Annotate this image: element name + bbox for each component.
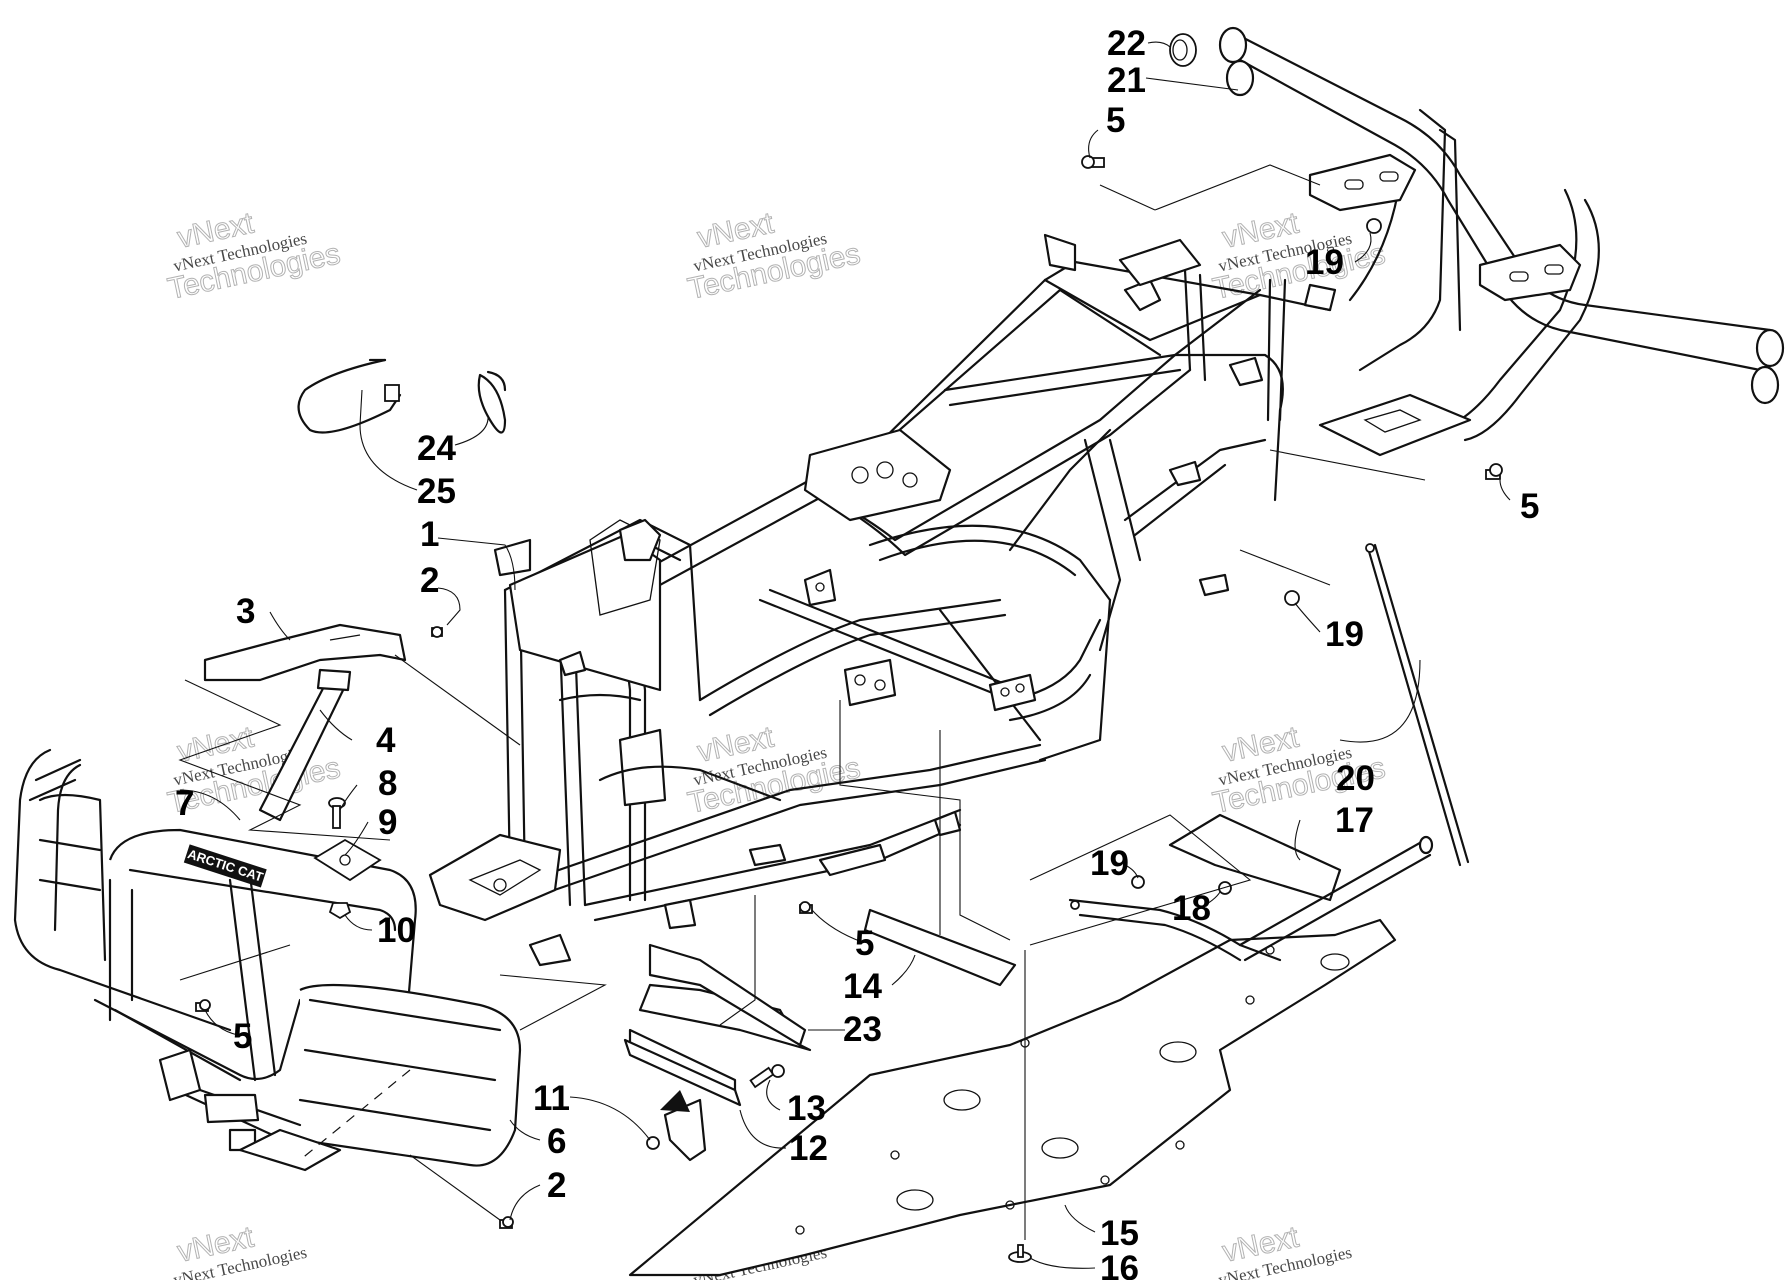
callout-10: 10 bbox=[377, 911, 416, 950]
hardware bbox=[195, 33, 1503, 1263]
callout-19: 19 bbox=[1325, 615, 1364, 654]
front-rack-bracket bbox=[203, 623, 407, 822]
skid-plate bbox=[628, 918, 1397, 1277]
callout-14: 14 bbox=[843, 967, 882, 1006]
bolt-13 bbox=[749, 1064, 785, 1089]
callout-5: 5 bbox=[1106, 101, 1125, 140]
callout-7: 7 bbox=[175, 784, 194, 823]
callout-25: 25 bbox=[417, 472, 456, 511]
front-bumper: ARCTIC CAT bbox=[13, 748, 522, 1172]
screw bbox=[799, 901, 813, 914]
rod bbox=[1365, 543, 1470, 867]
nut bbox=[1366, 218, 1382, 234]
callout-8: 8 bbox=[378, 764, 397, 803]
callout-5: 5 bbox=[855, 924, 874, 963]
screw bbox=[1485, 463, 1503, 480]
callout-20: 20 bbox=[1336, 759, 1375, 798]
leader-lines bbox=[178, 41, 1511, 1269]
callout-1: 1 bbox=[420, 515, 439, 554]
main-frame bbox=[428, 233, 1337, 967]
brackets-misc bbox=[623, 908, 1017, 1162]
callout-18: 18 bbox=[1172, 889, 1211, 928]
plug-22 bbox=[1169, 33, 1197, 67]
callout-2: 2 bbox=[547, 1166, 566, 1205]
nut bbox=[1131, 875, 1145, 889]
callout-5: 5 bbox=[1520, 487, 1539, 526]
watermark: vNext vNext Technologies Technologies bbox=[685, 206, 864, 306]
callout-2: 2 bbox=[420, 561, 439, 600]
callout-19: 19 bbox=[1090, 844, 1129, 883]
watermark: vNext vNext Technologies Technologies bbox=[165, 206, 344, 306]
watermark: vNext vNext Technologies Technologies bbox=[1210, 206, 1389, 306]
callout-6: 6 bbox=[547, 1122, 566, 1161]
fastener-16 bbox=[1008, 1244, 1032, 1263]
callout-9: 9 bbox=[378, 803, 397, 842]
watermark: vNext vNext Technologies bbox=[1217, 1220, 1354, 1280]
callout-15: 15 bbox=[1100, 1214, 1139, 1253]
callout-4: 4 bbox=[376, 721, 396, 760]
screw bbox=[195, 999, 211, 1012]
callouts: 22 21 5 19 5 24 25 1 2 3 4 8 9 7 10 5 19… bbox=[175, 24, 1539, 1280]
callout-19: 19 bbox=[1305, 243, 1344, 282]
callout-12: 12 bbox=[789, 1129, 828, 1168]
callout-13: 13 bbox=[787, 1089, 826, 1128]
rear-rack bbox=[1218, 26, 1785, 457]
footrest bbox=[1068, 813, 1434, 962]
screw-2-lower bbox=[499, 1216, 514, 1229]
callout-5: 5 bbox=[233, 1017, 252, 1056]
callout-23: 23 bbox=[843, 1010, 882, 1049]
screw bbox=[431, 626, 443, 638]
callout-22: 22 bbox=[1107, 24, 1146, 63]
bolt-18 bbox=[1218, 881, 1232, 895]
callout-17: 17 bbox=[1335, 801, 1374, 840]
callout-16: 16 bbox=[1100, 1249, 1139, 1280]
callout-11: 11 bbox=[533, 1079, 570, 1118]
cable-ties bbox=[297, 358, 507, 434]
screw bbox=[1081, 155, 1105, 169]
watermark: vNext vNext Technologies Technologies bbox=[685, 720, 864, 820]
nut bbox=[1284, 590, 1300, 606]
callout-3: 3 bbox=[236, 592, 255, 631]
callout-24: 24 bbox=[417, 429, 456, 468]
bolt-8 bbox=[328, 797, 346, 829]
callout-21: 21 bbox=[1107, 61, 1146, 100]
watermark: vNext vNext Technologies bbox=[172, 1220, 309, 1280]
